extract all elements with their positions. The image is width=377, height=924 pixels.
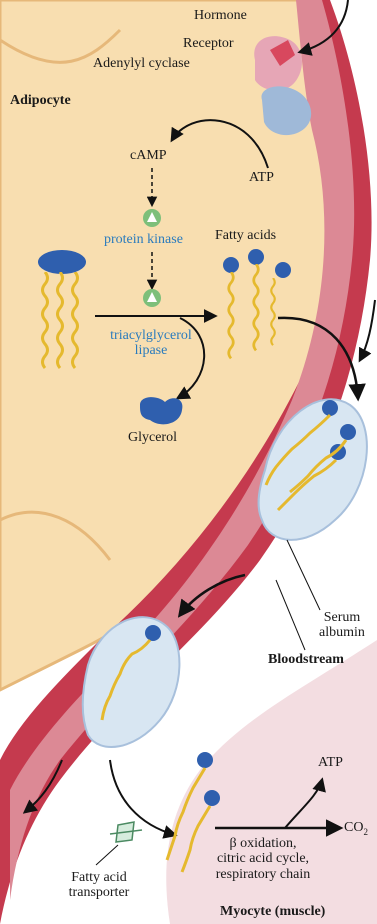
serum-albumin-line-1: Serum <box>312 610 372 625</box>
co2-subscript: 2 <box>363 827 368 837</box>
bloodstream-label: Bloodstream <box>268 652 344 667</box>
myocyte-label: Myocyte (muscle) <box>220 904 325 919</box>
adipocyte-label: Adipocyte <box>10 93 71 108</box>
triacylglycerol-lipase-line-1: triacylglycerol <box>96 328 206 343</box>
camp-label: cAMP <box>130 148 167 163</box>
hormone-label: Hormone <box>194 8 247 23</box>
beta-oxidation-label: β oxidation, citric acid cycle, respirat… <box>198 836 328 882</box>
citric-acid-cycle-line: citric acid cycle, <box>198 851 328 866</box>
serum-albumin-line-2: albumin <box>312 625 372 640</box>
glycerol-label: Glycerol <box>128 430 177 445</box>
fatty-acid-transporter-line-1: Fatty acid <box>58 870 140 885</box>
triacylglycerol-lipase-line-2: lipase <box>96 343 206 358</box>
atp-top-label: ATP <box>249 170 274 185</box>
fatty-acid-transporter <box>110 822 142 842</box>
co2-main: CO <box>344 820 363 835</box>
receptor-label: Receptor <box>183 36 234 51</box>
respiratory-chain-line: respiratory chain <box>198 867 328 882</box>
co2-label: CO2 <box>344 820 368 838</box>
fatty-acids-label: Fatty acids <box>215 228 276 243</box>
fatty-acid-transporter-line-2: transporter <box>58 885 140 900</box>
beta-oxidation-line: β oxidation, <box>198 836 328 851</box>
protein-kinase-label: protein kinase <box>104 232 183 247</box>
serum-albumin-label: Serum albumin <box>312 610 372 641</box>
triacylglycerol-lipase-label: triacylglycerol lipase <box>96 328 206 359</box>
atp-bottom-label: ATP <box>318 755 343 770</box>
fatty-acid-transporter-label: Fatty acid transporter <box>58 870 140 901</box>
adenylyl-cyclase-label: Adenylyl cyclase <box>93 56 190 71</box>
